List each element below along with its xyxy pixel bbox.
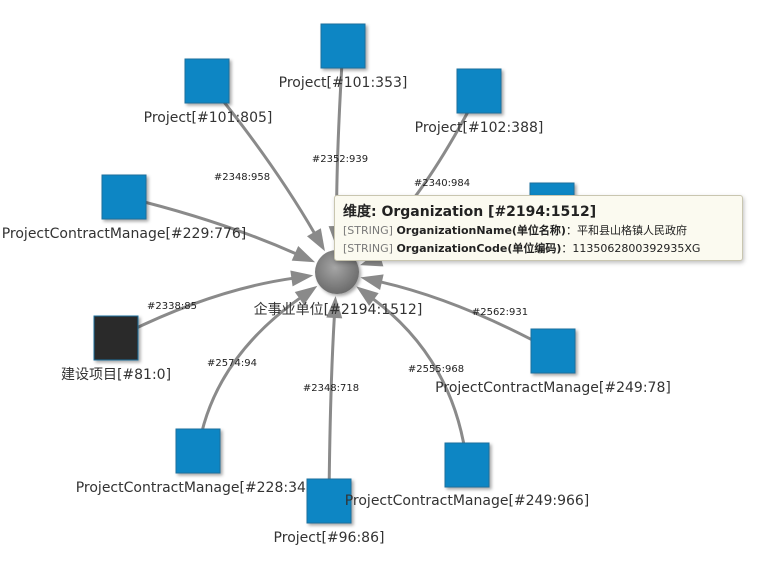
node-square[interactable] — [444, 442, 490, 488]
edge-line[interactable] — [196, 296, 302, 452]
graph-node[interactable]: ProjectContractManage[#228:344] — [76, 428, 321, 496]
edge-label: #2555:968 — [408, 364, 464, 375]
edge-arrowhead — [356, 286, 379, 306]
node-label: ProjectContractManage[#228:344] — [76, 480, 321, 496]
node-square[interactable] — [175, 428, 221, 474]
graph-node[interactable]: Project[#101:805] — [144, 58, 273, 126]
edge-arrowhead — [291, 246, 316, 263]
node-square[interactable] — [184, 58, 230, 104]
tooltip-row-key: OrganizationCode(单位编码) — [396, 242, 562, 255]
tooltip-row-type: [STRING] — [343, 242, 393, 255]
center-node[interactable]: 企事业单位[#2194:1512] — [254, 250, 423, 318]
edge-line[interactable] — [205, 80, 317, 235]
node-label: ProjectContractManage[#229:776] — [2, 226, 247, 242]
edge-label: #2348:958 — [214, 172, 270, 183]
tooltip-row-value: ：平和县山格镇人民政府 — [565, 224, 687, 237]
node-label: Project[#101:805] — [144, 110, 273, 126]
edge-line[interactable] — [123, 195, 298, 256]
edge-label: #2562:931 — [472, 307, 528, 318]
node-label: 建设项目[#81:0] — [61, 367, 171, 383]
node-label: Project[#102:388] — [415, 120, 544, 136]
edge-line[interactable] — [327, 315, 336, 502]
tooltip-title: 维度: Organization [#2194:1512] — [343, 204, 597, 220]
node-square[interactable] — [93, 315, 139, 361]
edge-label: #2348:718 — [303, 383, 359, 394]
graph-node[interactable]: Project[#96:86] — [274, 478, 385, 546]
node-square[interactable] — [530, 328, 576, 374]
graph-node[interactable]: Project[#101:353] — [279, 23, 408, 91]
graph-node[interactable]: ProjectContractManage[#249:78] — [435, 328, 671, 396]
edge-label: #2338:85 — [147, 301, 197, 312]
node-label: ProjectContractManage[#249:78] — [435, 380, 671, 396]
node-tooltip: 维度: Organization [#2194:1512] [STRING] O… — [334, 195, 743, 261]
tooltip-row-type: [STRING] — [343, 224, 393, 237]
edge-line[interactable] — [371, 297, 469, 466]
graph-node[interactable]: 建设项目[#81:0] — [61, 315, 171, 383]
edge-arrowhead — [360, 274, 384, 291]
edge-arrowhead — [326, 295, 343, 319]
node-label: Project[#96:86] — [274, 530, 385, 546]
edge-arrowhead — [294, 285, 318, 306]
tooltip-row: [STRING] OrganizationCode(单位编码)：11350628… — [343, 240, 734, 258]
edge-label: #2340:984 — [414, 178, 470, 189]
node-square[interactable] — [306, 478, 352, 524]
edge-label: #2574:94 — [207, 358, 257, 369]
tooltip-row-value: ：1135062800392935XG — [561, 242, 701, 255]
edge-label: #2352:939 — [312, 154, 368, 165]
graph-node[interactable]: Project[#102:388] — [415, 68, 544, 136]
edge-arrowhead — [290, 270, 314, 287]
node-label: ProjectContractManage[#249:966] — [345, 493, 590, 509]
node-square[interactable] — [101, 174, 147, 220]
graph-node[interactable]: ProjectContractManage[#249:966] — [345, 442, 590, 509]
edge-arrowhead — [306, 228, 325, 252]
center-node-label: 企事业单位[#2194:1512] — [254, 301, 423, 318]
node-square[interactable] — [456, 68, 502, 114]
center-node-circle[interactable] — [315, 250, 359, 294]
node-square[interactable] — [320, 23, 366, 69]
node-label: Project[#101:353] — [279, 75, 408, 91]
graph-node[interactable]: ProjectContractManage[#229:776] — [2, 174, 247, 242]
tooltip-row: [STRING] OrganizationName(单位名称)：平和县山格镇人民… — [343, 222, 734, 240]
tooltip-row-key: OrganizationName(单位名称) — [396, 224, 566, 237]
